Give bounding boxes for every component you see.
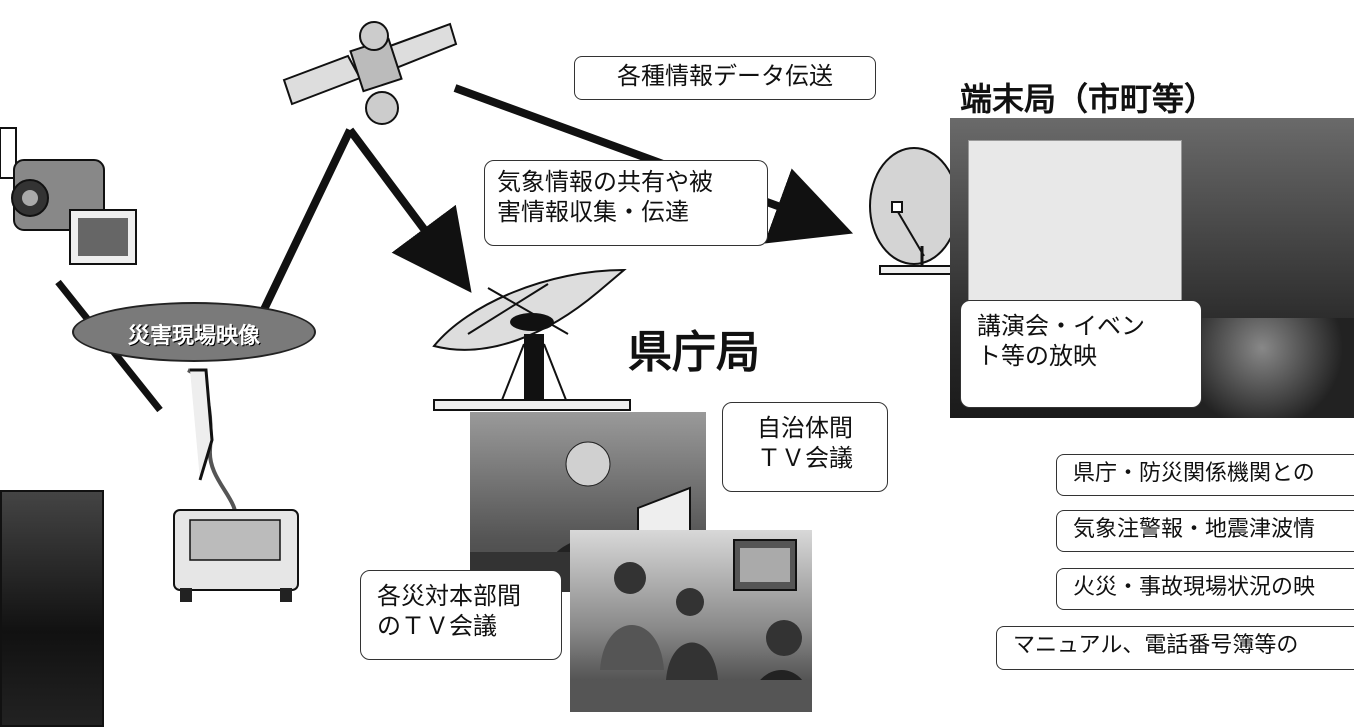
- weather-sharing-label: 気象情報の共有や被 害情報収集・伝達: [484, 160, 768, 246]
- downlink-prefecture-arrow: [346, 127, 472, 293]
- uplink-line: [254, 128, 354, 324]
- field-photo: [0, 490, 104, 727]
- portable-earth-station-icon: [160, 360, 310, 610]
- use-item-1: 県庁・防災関係機関との: [1056, 454, 1354, 496]
- hq-tv-conference-label: 各災対本部間 のＴＶ会議: [360, 570, 562, 660]
- terminal-station-heading: 端末局（市町等）: [960, 80, 1217, 118]
- use-item-2: 気象注警報・地震津波情: [1056, 510, 1354, 552]
- data-transmission-label: 各種情報データ伝送: [574, 56, 876, 100]
- projected-screen: [968, 140, 1182, 312]
- video-camera-icon: [0, 126, 150, 276]
- lecture-event-label: 講演会・イベン ト等の放映: [960, 300, 1202, 408]
- municipal-tv-conference-label: 自治体間 ＴＶ会議: [722, 402, 888, 492]
- prefecture-dish-icon: [428, 264, 638, 414]
- use-item-4: マニュアル、電話番号簿等の: [996, 626, 1354, 670]
- downlink-terminal-arrow: [453, 84, 854, 244]
- disaster-footage-label: 災害現場映像: [127, 324, 260, 349]
- use-item-3: 火災・事故現場状況の映: [1056, 568, 1354, 610]
- prefecture-station-heading: 県庁局: [628, 327, 760, 378]
- disaster-footage-badge: 災害現場映像: [72, 302, 316, 362]
- satellite-icon: [278, 10, 458, 130]
- hq-conference-photo: [570, 530, 812, 712]
